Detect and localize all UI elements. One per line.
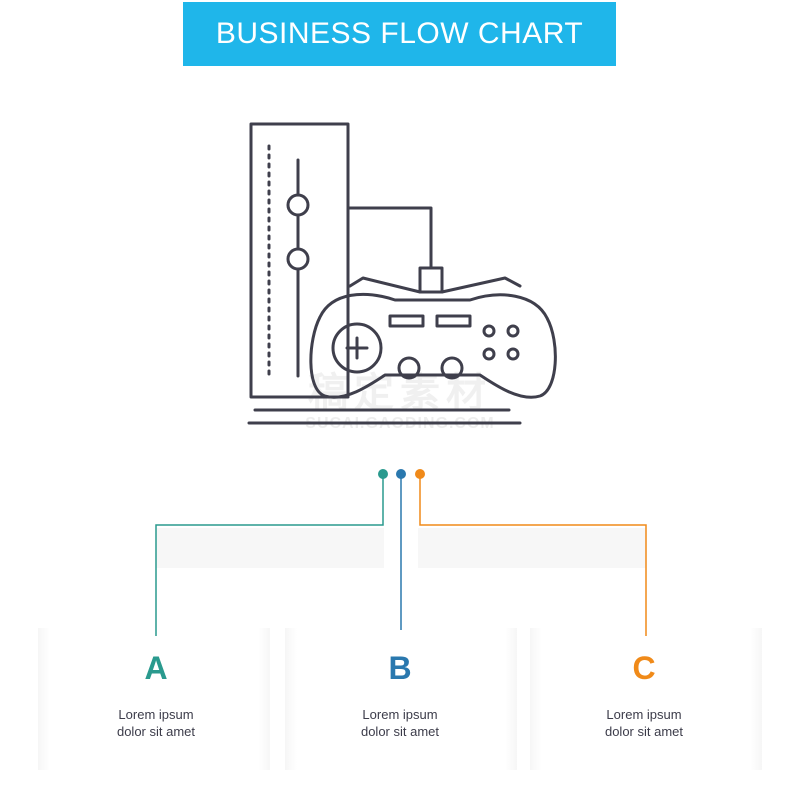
left-stick-icon	[397, 356, 421, 380]
branch-a-letter: A	[144, 650, 168, 686]
branch-c-text: Lorem ipsum dolor sit amet	[564, 706, 724, 740]
branch-b-line2: dolor sit amet	[360, 724, 440, 739]
controller-cable	[346, 206, 433, 270]
controller-body	[309, 292, 557, 399]
connector-dot-b	[396, 469, 406, 479]
tower-knob-top	[286, 193, 310, 217]
action-button-icon	[506, 347, 520, 361]
connector-shadow-c	[418, 528, 646, 568]
connector-line-c	[419, 478, 647, 636]
action-button-icon	[506, 324, 520, 338]
branch-a-line2: dolor sit amet	[116, 724, 196, 739]
chart-title: BUSINESS FLOW CHART	[215, 17, 584, 50]
branch-b-letter: B	[388, 650, 412, 686]
controller-connector	[418, 266, 444, 294]
branch-b-line1: Lorem ipsum	[362, 707, 438, 722]
connector-dot-c	[415, 469, 425, 479]
branch-b-text: Lorem ipsum dolor sit amet	[320, 706, 480, 740]
connector-dot-a	[378, 469, 388, 479]
branch-c-line2: dolor sit amet	[604, 724, 684, 739]
start-button-icon	[435, 314, 472, 328]
game-console-controller-icon	[247, 122, 557, 425]
chart-title-banner: BUSINESS FLOW CHART	[183, 2, 616, 66]
dpad-icon	[331, 322, 383, 374]
branch-b-panel	[285, 628, 517, 770]
branch-a-text: Lorem ipsum dolor sit amet	[76, 706, 236, 740]
connector-line-a	[155, 478, 384, 636]
action-button-icon	[482, 347, 496, 361]
select-button-icon	[388, 314, 425, 328]
tower-knob-bottom	[286, 247, 310, 271]
branch-a-line1: Lorem ipsum	[118, 707, 194, 722]
connector-shadow-a	[156, 528, 384, 568]
action-button-icon	[482, 324, 496, 338]
branch-c-letter: C	[632, 650, 656, 686]
branch-c-line1: Lorem ipsum	[606, 707, 682, 722]
console-tower-icon	[249, 122, 350, 399]
branch-a-panel	[38, 628, 270, 770]
branch-c-panel	[530, 628, 762, 770]
right-stick-icon	[440, 356, 464, 380]
